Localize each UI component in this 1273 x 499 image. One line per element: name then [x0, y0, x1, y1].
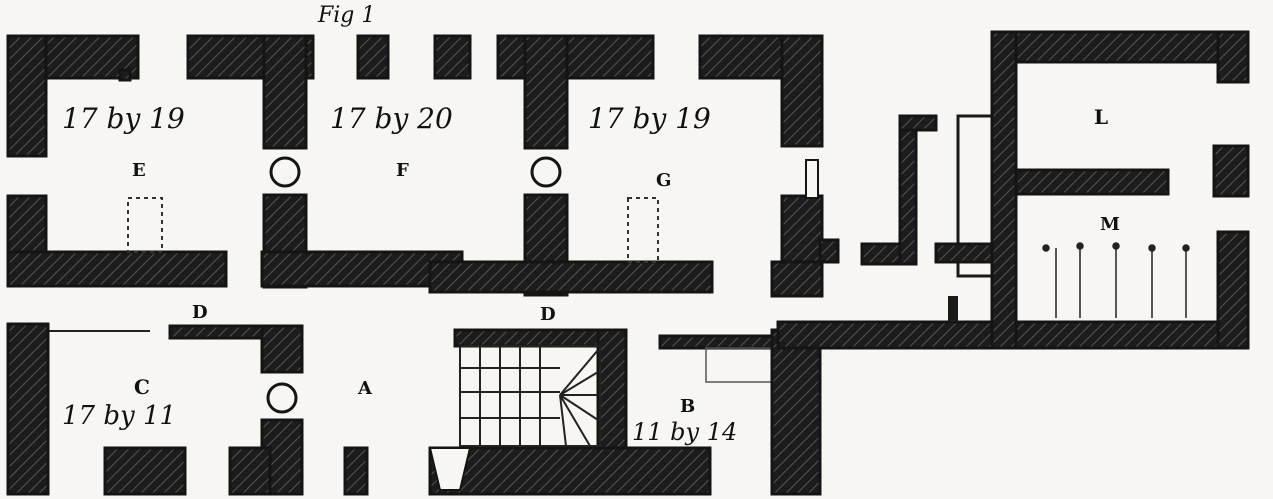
partition-wall-f-g	[523, 34, 569, 150]
partition-wall-l-m	[1014, 168, 1170, 196]
room-b-letter: B	[680, 396, 695, 417]
stair-side-wall	[596, 328, 628, 452]
lower-block	[6, 322, 822, 496]
pier	[934, 242, 994, 264]
fireplace	[269, 156, 301, 188]
staircase	[459, 345, 601, 447]
outbuilding	[990, 30, 1250, 350]
closet	[705, 347, 773, 383]
door-label-left: D	[192, 302, 208, 323]
left-wall	[990, 30, 1018, 350]
pier	[118, 68, 132, 82]
outbuilding-wall	[898, 114, 918, 266]
bottom-wall-segment	[770, 260, 824, 298]
room-l-letter: L	[1094, 105, 1108, 129]
room-g-letter: G	[656, 170, 671, 191]
door-leaf	[805, 159, 819, 199]
door-label-right: D	[540, 304, 556, 325]
upper-block	[6, 34, 840, 298]
bottom-wall-segment	[428, 260, 714, 294]
bottom-wall-segment	[228, 446, 272, 496]
fireplace	[530, 156, 562, 188]
left-wall	[6, 322, 50, 496]
room-m-letter: M	[1100, 214, 1120, 235]
room-c-letter: C	[134, 375, 150, 399]
right-wall	[780, 34, 824, 148]
right-wall	[1216, 230, 1250, 350]
post	[948, 296, 958, 322]
stalls	[1042, 242, 1190, 318]
room-g-size: 17 by 19	[588, 102, 711, 135]
left-wall	[6, 34, 48, 158]
top-wall	[990, 30, 1250, 64]
room-b-size: 11 by 14	[632, 418, 737, 446]
right-wall	[1216, 30, 1250, 84]
fireplace	[266, 382, 298, 414]
room-e-letter: E	[132, 160, 146, 181]
partition-wall-c-a	[260, 324, 304, 374]
figure-caption: Fig 1	[317, 3, 375, 28]
outbuilding-wall	[898, 114, 938, 132]
right-wall	[770, 328, 822, 496]
bottom-wall-segment	[428, 446, 712, 496]
partition-wall-e-f	[262, 34, 308, 150]
bottom-wall-segment	[103, 446, 187, 496]
pier	[343, 446, 369, 496]
dashed-alcove	[127, 197, 163, 253]
top-wall-segment	[356, 34, 390, 80]
dashed-alcove	[627, 197, 659, 263]
room-f-size: 17 by 20	[330, 102, 453, 135]
top-wall-segment	[658, 334, 782, 350]
room-e-size: 17 by 19	[62, 102, 185, 135]
stair-landing	[428, 447, 472, 491]
bottom-wall-segment	[6, 250, 228, 288]
top-wall-segment	[496, 34, 655, 80]
room-c-size: 17 by 11	[62, 401, 176, 431]
top-wall-segment	[433, 34, 472, 80]
room-f-letter: F	[396, 160, 409, 181]
pier	[818, 238, 840, 264]
right-wall	[1212, 144, 1250, 198]
room-a-letter: A	[357, 378, 373, 399]
